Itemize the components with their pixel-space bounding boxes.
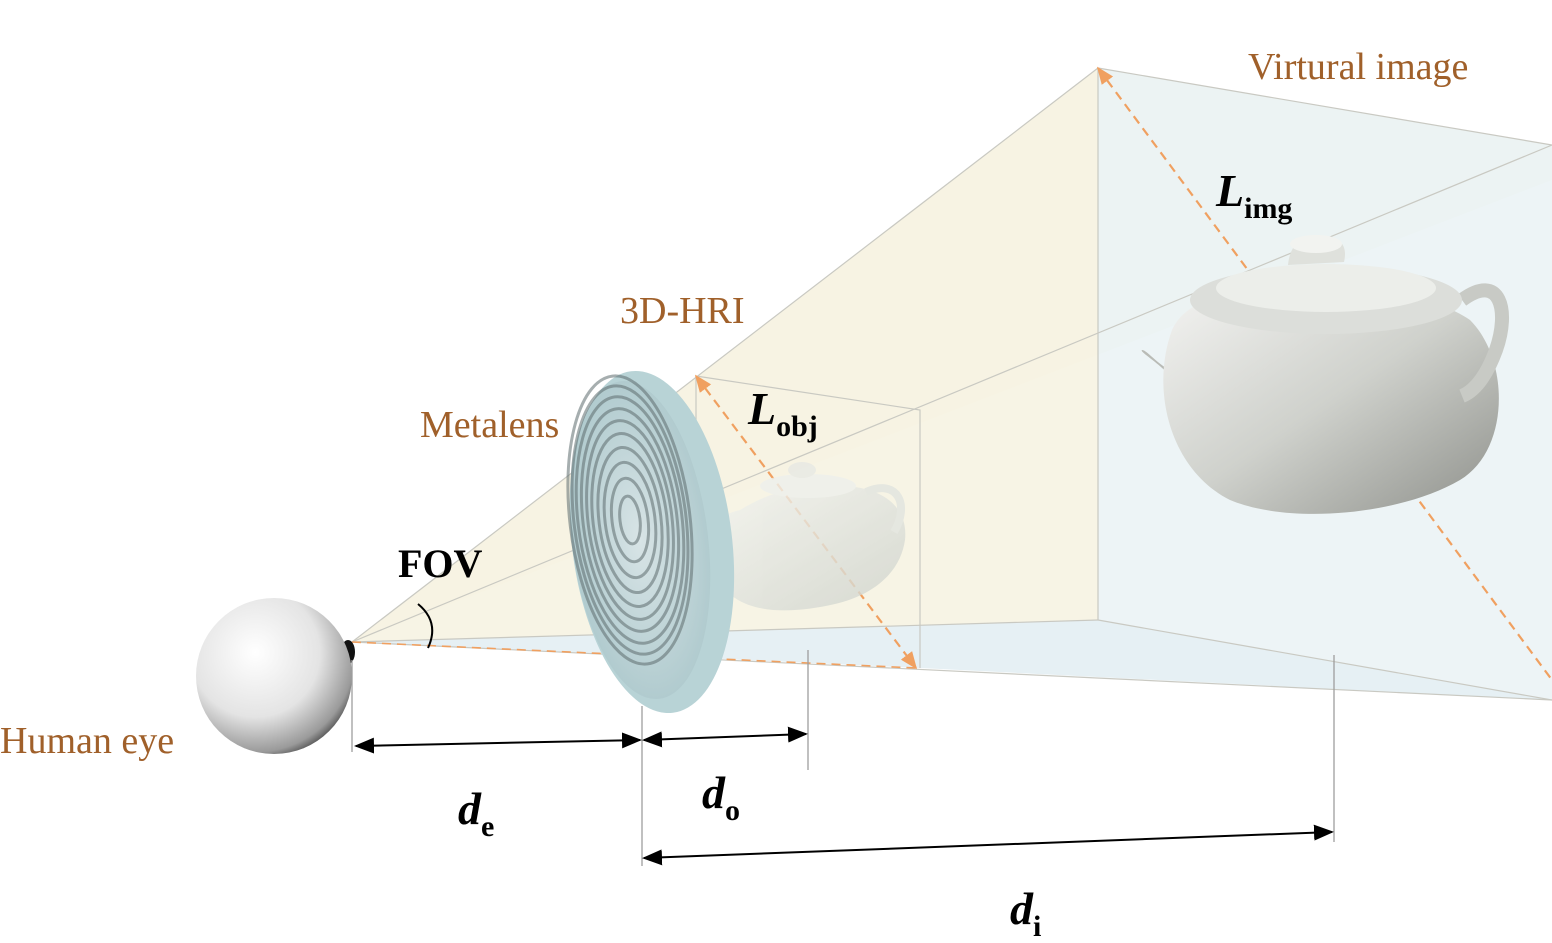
dimension-arrows — [354, 726, 1334, 866]
l-obj-label: Lobj — [748, 383, 818, 443]
metalens-label: Metalens — [420, 404, 560, 446]
fov-label: FOV — [398, 541, 483, 586]
extension-lines — [351, 650, 1335, 866]
d-e-label: de — [458, 783, 495, 843]
teapot-object-icon — [698, 462, 906, 611]
l-img-label: Limg — [1216, 165, 1293, 225]
metalens-icon — [566, 371, 735, 713]
fov-arc — [417, 603, 434, 649]
virtual-image-label: Virtural image — [1248, 46, 1469, 88]
hri-label: 3D-HRI — [620, 290, 745, 332]
teapot-image-icon — [1141, 235, 1509, 514]
human-eye-label: Human eye — [0, 720, 175, 762]
d-o-label: do — [702, 767, 740, 827]
eyeball-icon — [196, 598, 355, 754]
d-o-arrow — [642, 726, 808, 748]
bottom-dashed-ray — [351, 641, 917, 669]
d-i-label: di — [1010, 883, 1042, 943]
d-e-arrow — [354, 732, 642, 754]
d-i-arrow — [642, 824, 1334, 866]
